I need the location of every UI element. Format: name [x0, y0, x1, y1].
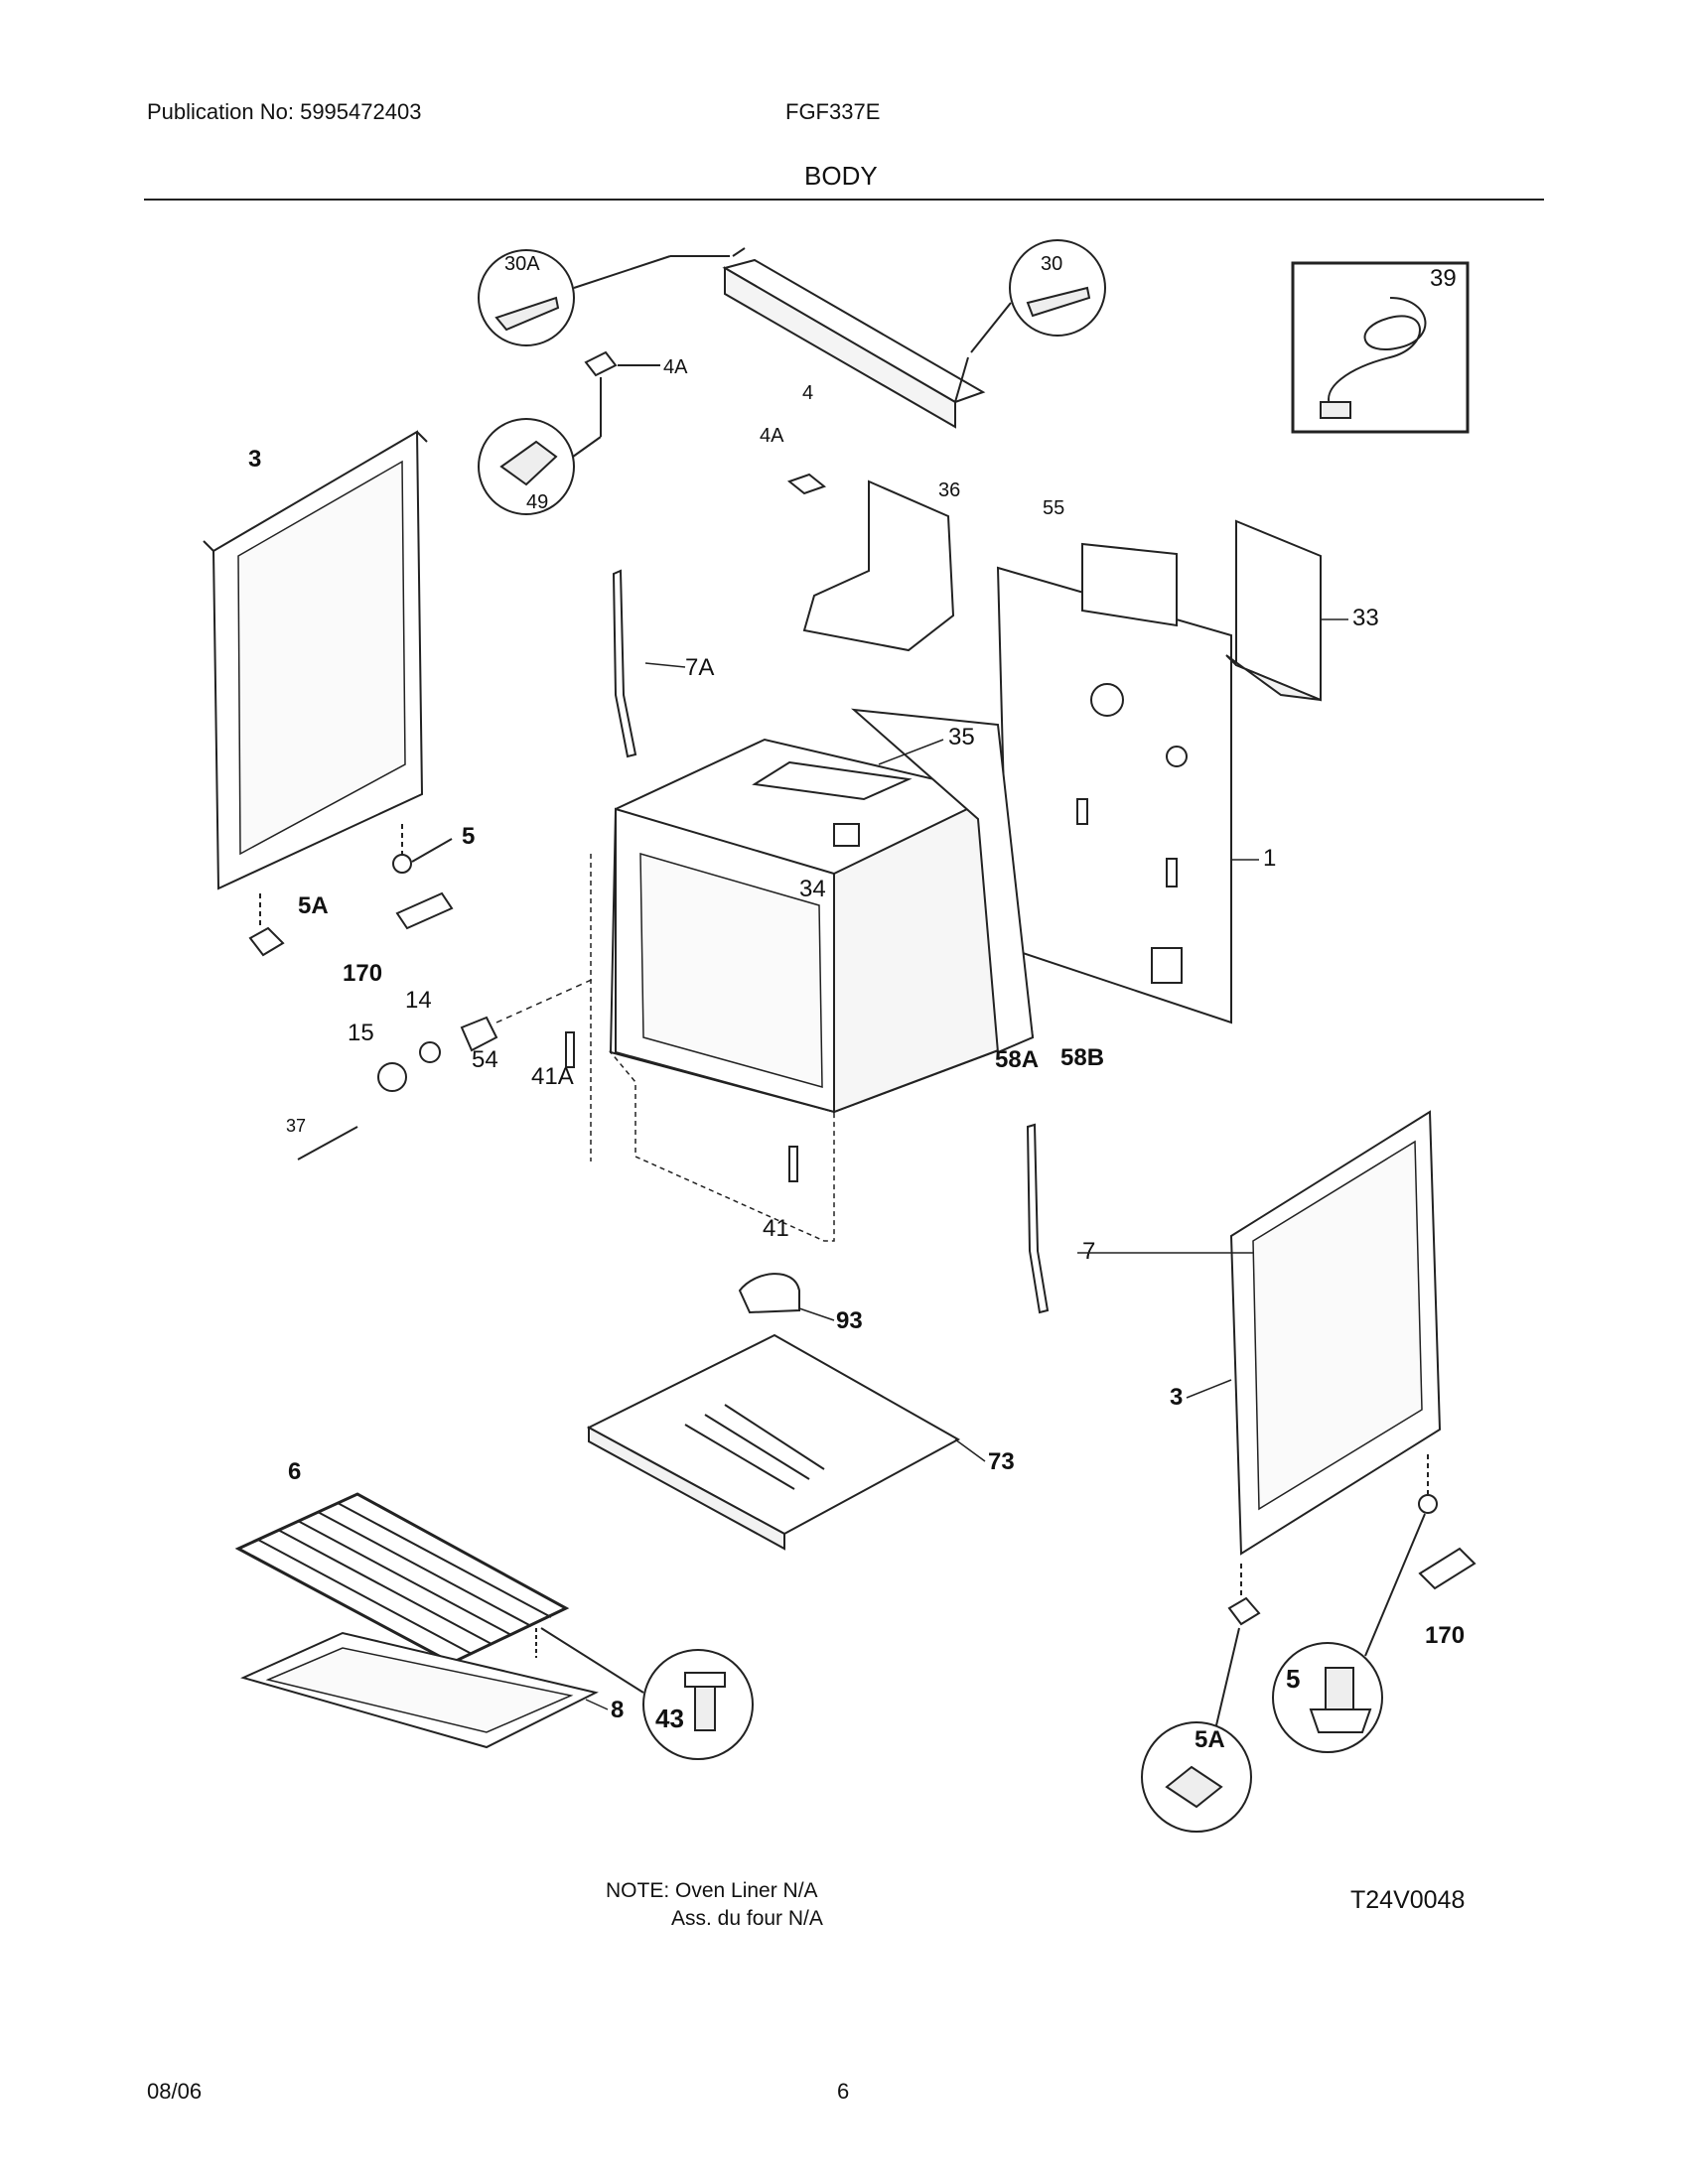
leveling-leg-right — [1227, 1454, 1477, 1626]
duct-33 — [1225, 519, 1322, 702]
callout-5A-circle — [1141, 1627, 1252, 1833]
top-bracket-part — [722, 247, 986, 429]
label-41A: 41A — [531, 1063, 574, 1090]
callout-43-circle — [540, 1627, 754, 1760]
label-58B: 58B — [1060, 1044, 1104, 1071]
label-30: 30 — [1041, 253, 1062, 275]
label-30A: 30A — [504, 253, 540, 275]
publication-number: Publication No: 5995472403 — [147, 99, 422, 124]
label-43: 43 — [655, 1704, 684, 1733]
label-58A: 58A — [995, 1046, 1039, 1073]
label-39: 39 — [1430, 265, 1457, 292]
power-cord-box — [1291, 261, 1470, 434]
clip-4A-top — [584, 350, 660, 437]
callout-49-circle — [478, 418, 602, 515]
pad-93 — [738, 1273, 800, 1314]
label-35: 35 — [948, 724, 975, 751]
deflector-36 — [802, 479, 955, 652]
side-panel-left — [203, 430, 428, 890]
leader-lines — [585, 618, 1348, 1710]
leveling-leg-left — [248, 824, 454, 957]
label-3-right: 3 — [1170, 1384, 1183, 1411]
label-5A-right: 5A — [1195, 1726, 1225, 1753]
publication-date: 08/06 — [147, 2079, 203, 2104]
label-14: 14 — [405, 987, 432, 1014]
section-title: BODY — [804, 161, 878, 191]
label-54: 54 — [472, 1046, 498, 1073]
label-73: 73 — [988, 1448, 1015, 1475]
oven-cavity — [590, 708, 1035, 1242]
callout-30A-circle — [478, 249, 730, 346]
drawer-pan-8 — [240, 1628, 599, 1749]
note-line-1: NOTE: Oven Liner N/A — [606, 1879, 818, 1902]
model-number: FGF337E — [785, 99, 881, 124]
label-170-left: 170 — [343, 960, 382, 987]
label-6: 6 — [288, 1458, 301, 1485]
rack-support-7 — [1026, 1123, 1050, 1314]
label-4A-mid: 4A — [760, 425, 784, 447]
callout-5-circle — [1272, 1513, 1426, 1753]
side-panel-right — [1229, 1110, 1442, 1556]
label-33: 33 — [1352, 605, 1379, 631]
oven-rack-6 — [234, 1492, 570, 1665]
label-15: 15 — [348, 1020, 374, 1046]
label-36: 36 — [938, 479, 960, 501]
label-41: 41 — [763, 1215, 789, 1242]
label-1: 1 — [1263, 845, 1276, 872]
label-8: 8 — [611, 1697, 624, 1723]
oven-lamp-parts — [297, 977, 597, 1160]
rack-support-7A — [612, 569, 637, 758]
label-4A-top: 4A — [663, 356, 688, 378]
note-line-2: Ass. du four N/A — [671, 1907, 823, 1930]
label-34: 34 — [799, 876, 826, 902]
bottom-plate-73 — [586, 1333, 961, 1551]
label-5-right: 5 — [1286, 1664, 1300, 1694]
label-5A-left: 5A — [298, 892, 329, 919]
header-rule — [144, 199, 1544, 201]
page-number: 6 — [837, 2079, 850, 2104]
callout-labels: 30A 30 4 4A 4A 39 49 3 36 55 33 7A 35 1 … — [248, 253, 1465, 1753]
callout-30-circle — [970, 239, 1106, 353]
label-5-left: 5 — [462, 823, 475, 850]
label-93: 93 — [836, 1307, 863, 1334]
rear-panel — [996, 542, 1232, 1024]
label-49: 49 — [526, 491, 548, 513]
bracket-41 — [788, 1146, 798, 1182]
label-7: 7 — [1082, 1238, 1095, 1265]
bracket-41A — [565, 1031, 575, 1068]
label-3-left: 3 — [248, 446, 261, 473]
label-4: 4 — [802, 382, 813, 404]
figure-id: T24V0048 — [1350, 1886, 1466, 1914]
label-170-right: 170 — [1425, 1622, 1465, 1649]
clip-4A-mid — [786, 473, 827, 495]
label-7A: 7A — [685, 654, 714, 681]
label-37: 37 — [286, 1116, 306, 1136]
label-55: 55 — [1043, 497, 1064, 519]
